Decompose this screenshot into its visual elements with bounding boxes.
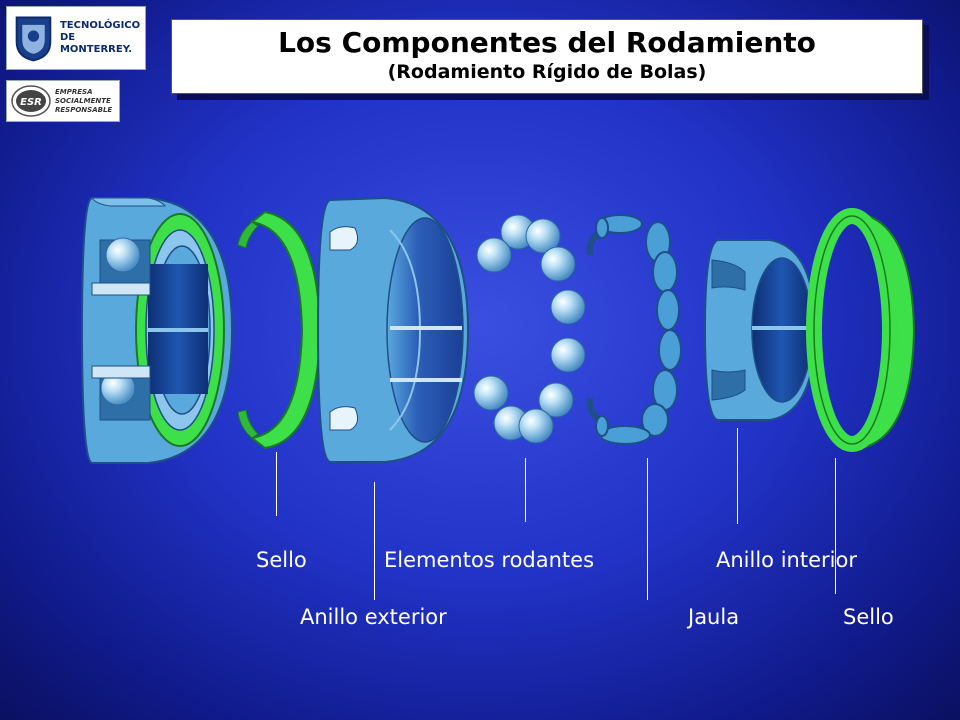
esr-badge-text: ESR bbox=[20, 97, 42, 108]
ball bbox=[476, 237, 512, 273]
ball bbox=[550, 337, 586, 373]
title-box: Los Componentes del Rodamiento (Rodamien… bbox=[171, 19, 923, 94]
ball bbox=[550, 289, 586, 325]
label-anillo-interior: Anillo interior bbox=[716, 548, 857, 572]
leader-line-sello-right bbox=[835, 458, 836, 594]
outer-ring bbox=[316, 196, 470, 463]
seal-right bbox=[806, 208, 916, 452]
tec-monterrey-logo: TECNOLÓGICO DE MONTERREY. bbox=[6, 6, 146, 70]
esr-logo: ESR EMPRESA SOCIALMENTE RESPONSABLE bbox=[6, 80, 120, 122]
leader-line-anillo-interior bbox=[737, 428, 738, 524]
inner-ring bbox=[703, 239, 817, 421]
ball bbox=[538, 382, 574, 418]
leader-line-anillo-exterior bbox=[374, 482, 375, 600]
leader-line-elementos-rodantes bbox=[525, 458, 526, 522]
label-jaula: Jaula bbox=[688, 605, 740, 629]
label-sello-right: Sello bbox=[843, 605, 894, 629]
ball bbox=[525, 218, 561, 254]
esr-badge-icon: ESR bbox=[11, 85, 51, 117]
tec-seal-icon bbox=[15, 16, 52, 62]
label-elementos-rodantes: Elementos rodantes bbox=[384, 548, 595, 572]
tec-logo-text: TECNOLÓGICO DE MONTERREY. bbox=[59, 20, 141, 55]
ball bbox=[473, 375, 509, 411]
cage bbox=[586, 214, 682, 445]
label-sello-left: Sello bbox=[256, 548, 307, 572]
assembled-bearing bbox=[80, 197, 234, 464]
page-subtitle: (Rodamiento Rígido de Bolas) bbox=[387, 61, 707, 83]
label-anillo-exterior: Anillo exterior bbox=[300, 605, 447, 629]
leader-line-jaula bbox=[647, 458, 648, 600]
ball bbox=[540, 246, 576, 282]
ball bbox=[518, 408, 554, 444]
seal-left bbox=[237, 210, 322, 450]
rolling-elements bbox=[473, 214, 586, 444]
leader-line-sello-left bbox=[276, 452, 277, 516]
esr-logo-text: EMPRESA SOCIALMENTE RESPONSABLE bbox=[55, 87, 113, 114]
page-title: Los Componentes del Rodamiento bbox=[278, 26, 816, 59]
